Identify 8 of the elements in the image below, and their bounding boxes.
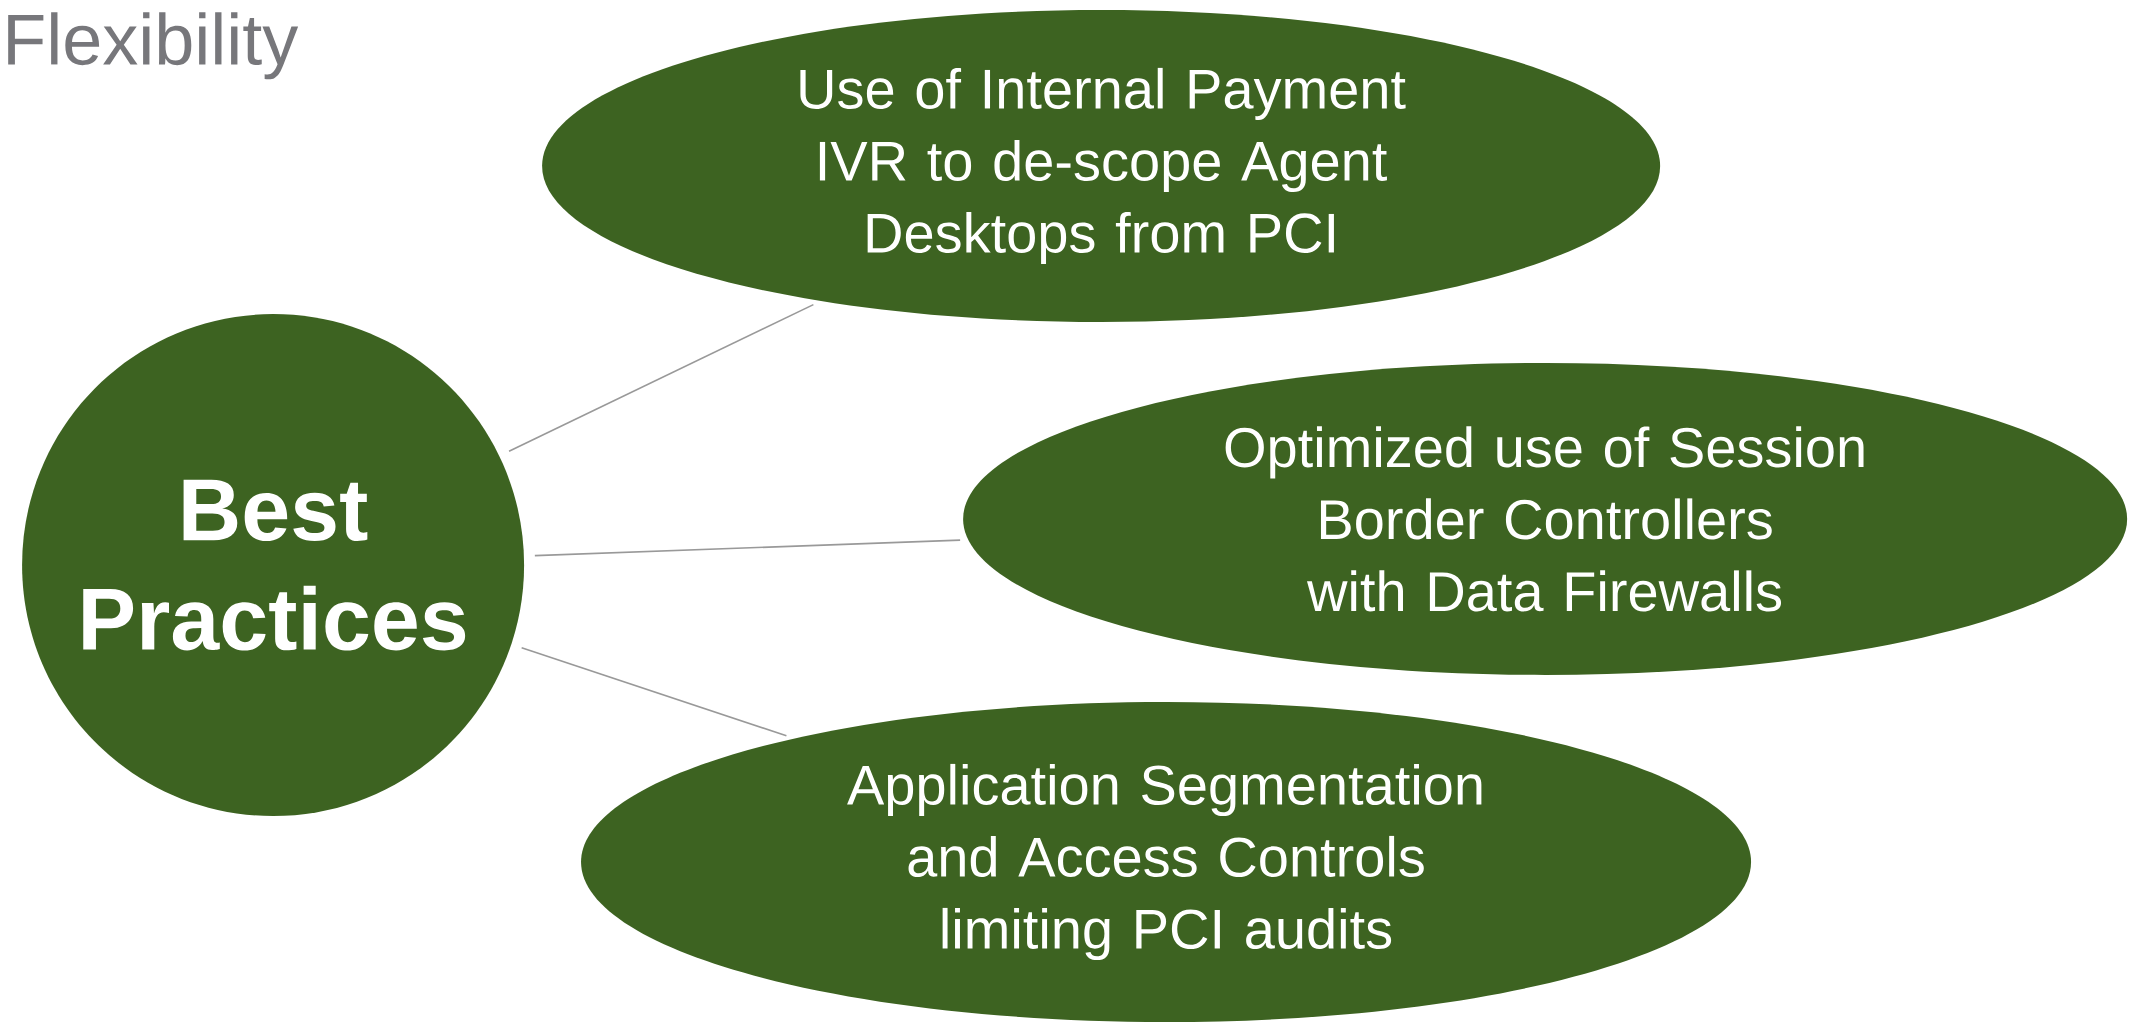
circle-node: Best Practices: [22, 314, 525, 817]
connector-line: [520, 646, 788, 737]
ellipse-node: Use of Internal Payment IVR to de-scope Agent Desktops from PCI: [542, 10, 1661, 322]
title: Flexibility: [8, 12, 299, 80]
ellipse-node: Optimized use of Session Border Controllers with Data Firewalls: [963, 362, 2128, 675]
connector-line: [508, 303, 815, 453]
connector-line: [534, 539, 961, 557]
ellipse-node: Application Segmentation and Access Controls limiting PCI audits: [581, 702, 1752, 1022]
